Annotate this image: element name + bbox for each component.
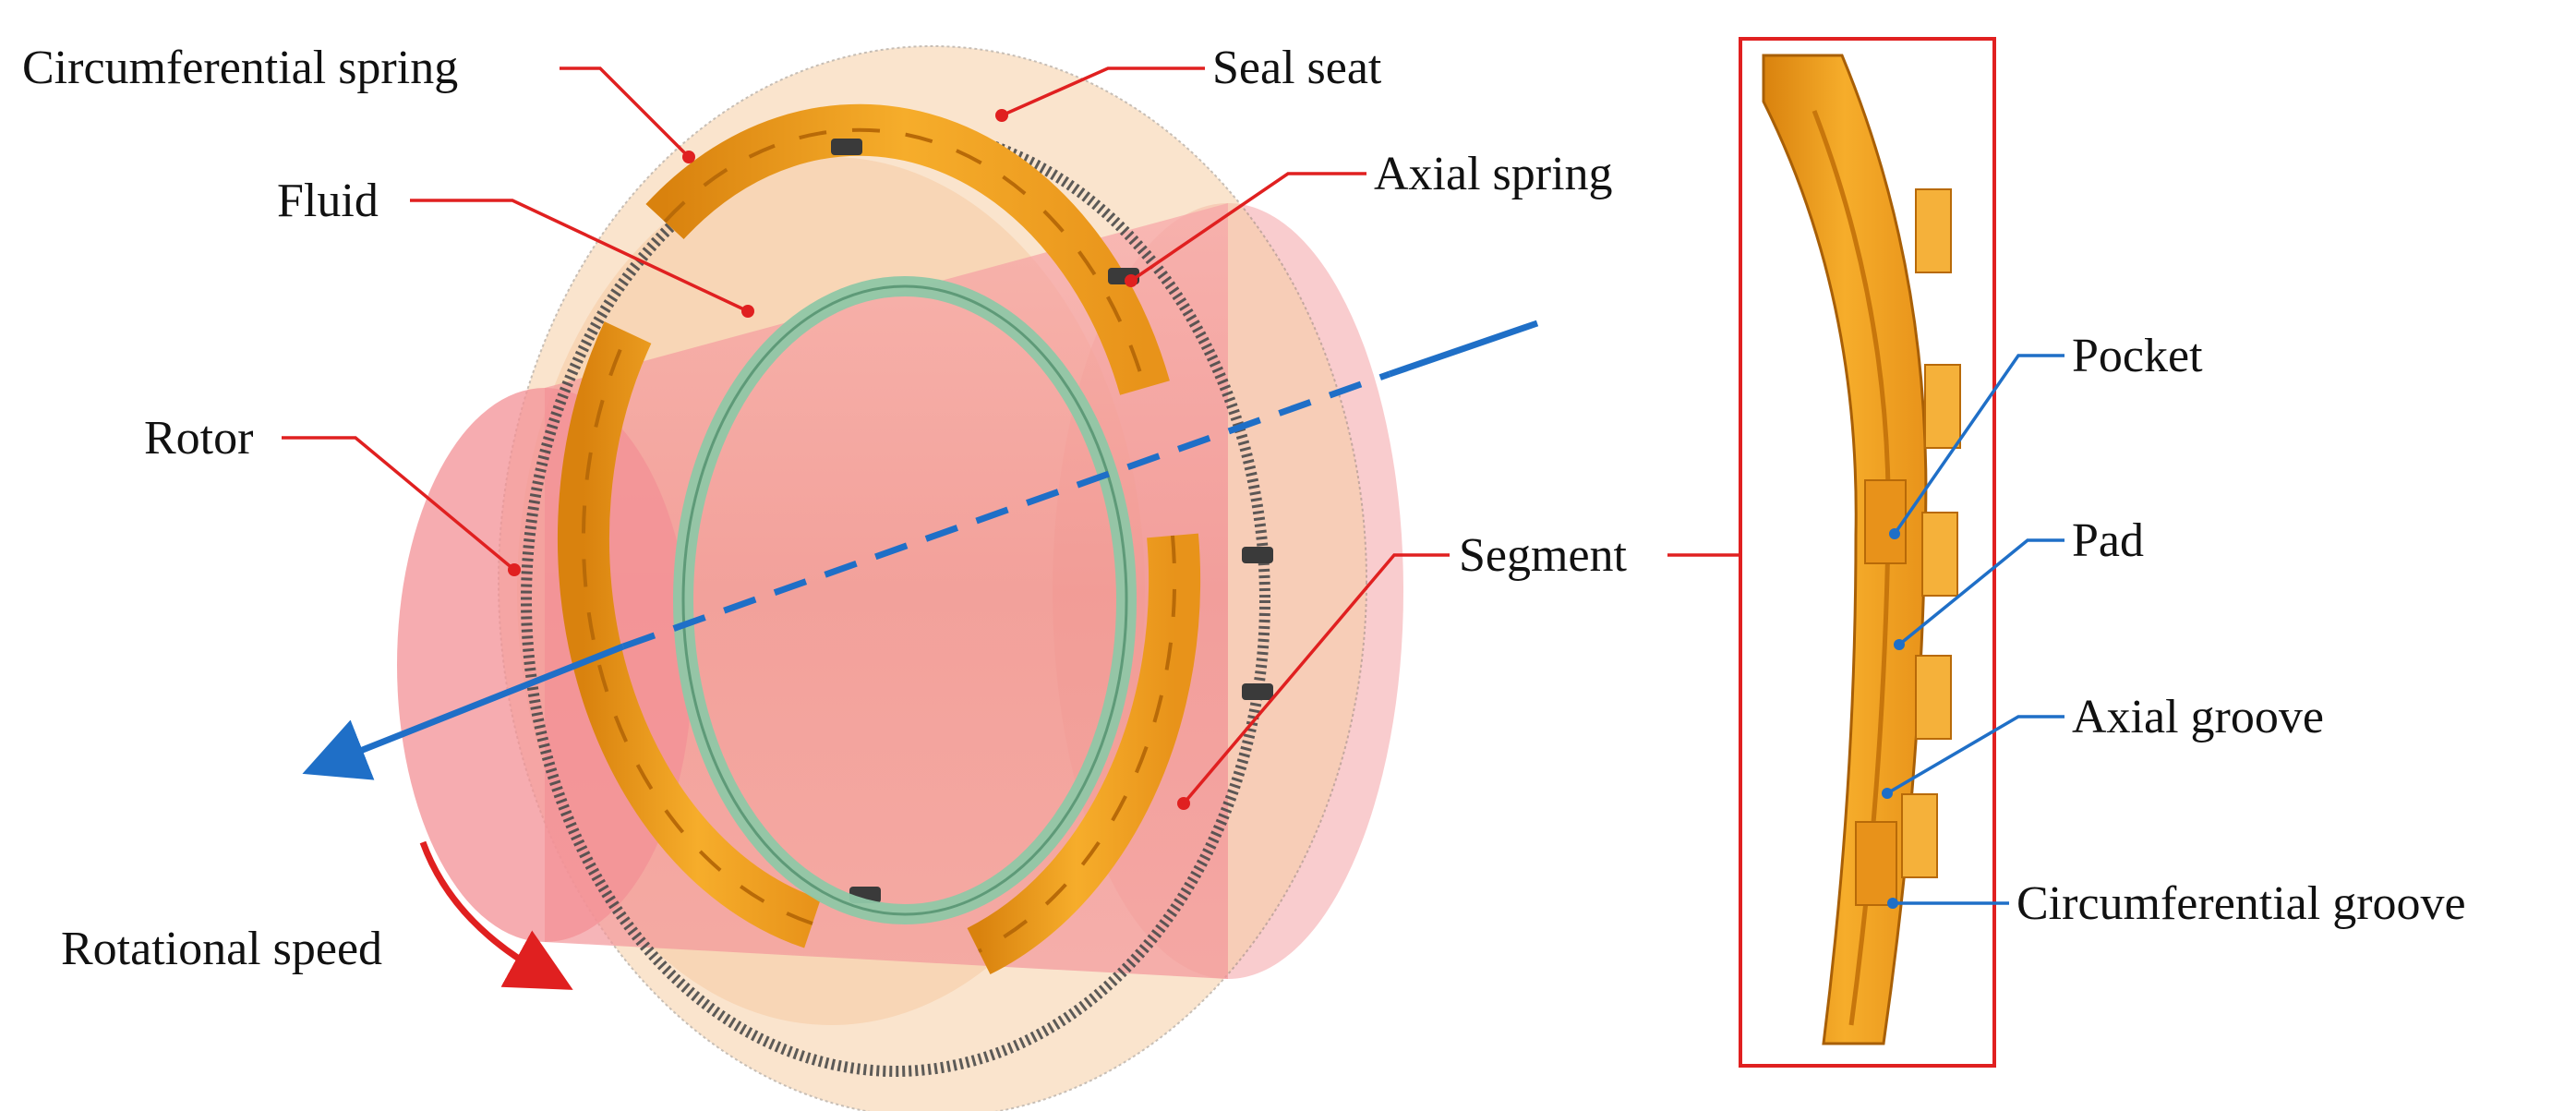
leader-circumferential-spring: [560, 66, 691, 159]
leader-lines: [282, 66, 2064, 909]
rotor-axis-solid-back: [1388, 320, 1539, 378]
fluid-edge: [681, 284, 1128, 916]
label-segment: Segment: [1459, 529, 1628, 582]
label-circumferential-groove: Circumferential groove: [2016, 877, 2466, 930]
label-circumferential-spring: Circumferential spring: [22, 42, 458, 94]
leader-pocket: [1893, 354, 2064, 535]
label-pocket: Pocket: [2072, 330, 2203, 382]
label-rotor: Rotor: [144, 412, 253, 465]
segment-detail-part: [1762, 54, 1961, 1045]
rotor-front-cap: [397, 388, 692, 942]
label-axial-spring: Axial spring: [1374, 148, 1613, 200]
rotor-axis-dashed: [621, 370, 1391, 650]
leader-fluid: [410, 199, 749, 313]
assembly-view: [302, 45, 1539, 1111]
labels: Circumferential spring Seal seat Fluid A…: [22, 42, 2466, 975]
leader-axial-groove: [1886, 715, 2064, 795]
rotor-axis-solid-front: [302, 643, 625, 780]
leader-rotor: [282, 436, 516, 572]
label-pad: Pad: [2072, 514, 2144, 567]
leader-seal-seat: [1001, 66, 1205, 117]
segmented-ring: [557, 103, 1201, 975]
label-rotational-speed: Rotational speed: [61, 923, 382, 975]
label-axial-groove: Axial groove: [2072, 691, 2324, 743]
label-seal-seat: Seal seat: [1212, 42, 1382, 94]
label-fluid: Fluid: [277, 175, 379, 227]
leader-segment-assembly: [1182, 553, 1450, 805]
leader-axial-spring: [1130, 172, 1366, 283]
leader-pad: [1897, 538, 2064, 646]
segment-detail-frame: [1739, 37, 1996, 1068]
rotational-speed-arrow: [419, 840, 573, 990]
